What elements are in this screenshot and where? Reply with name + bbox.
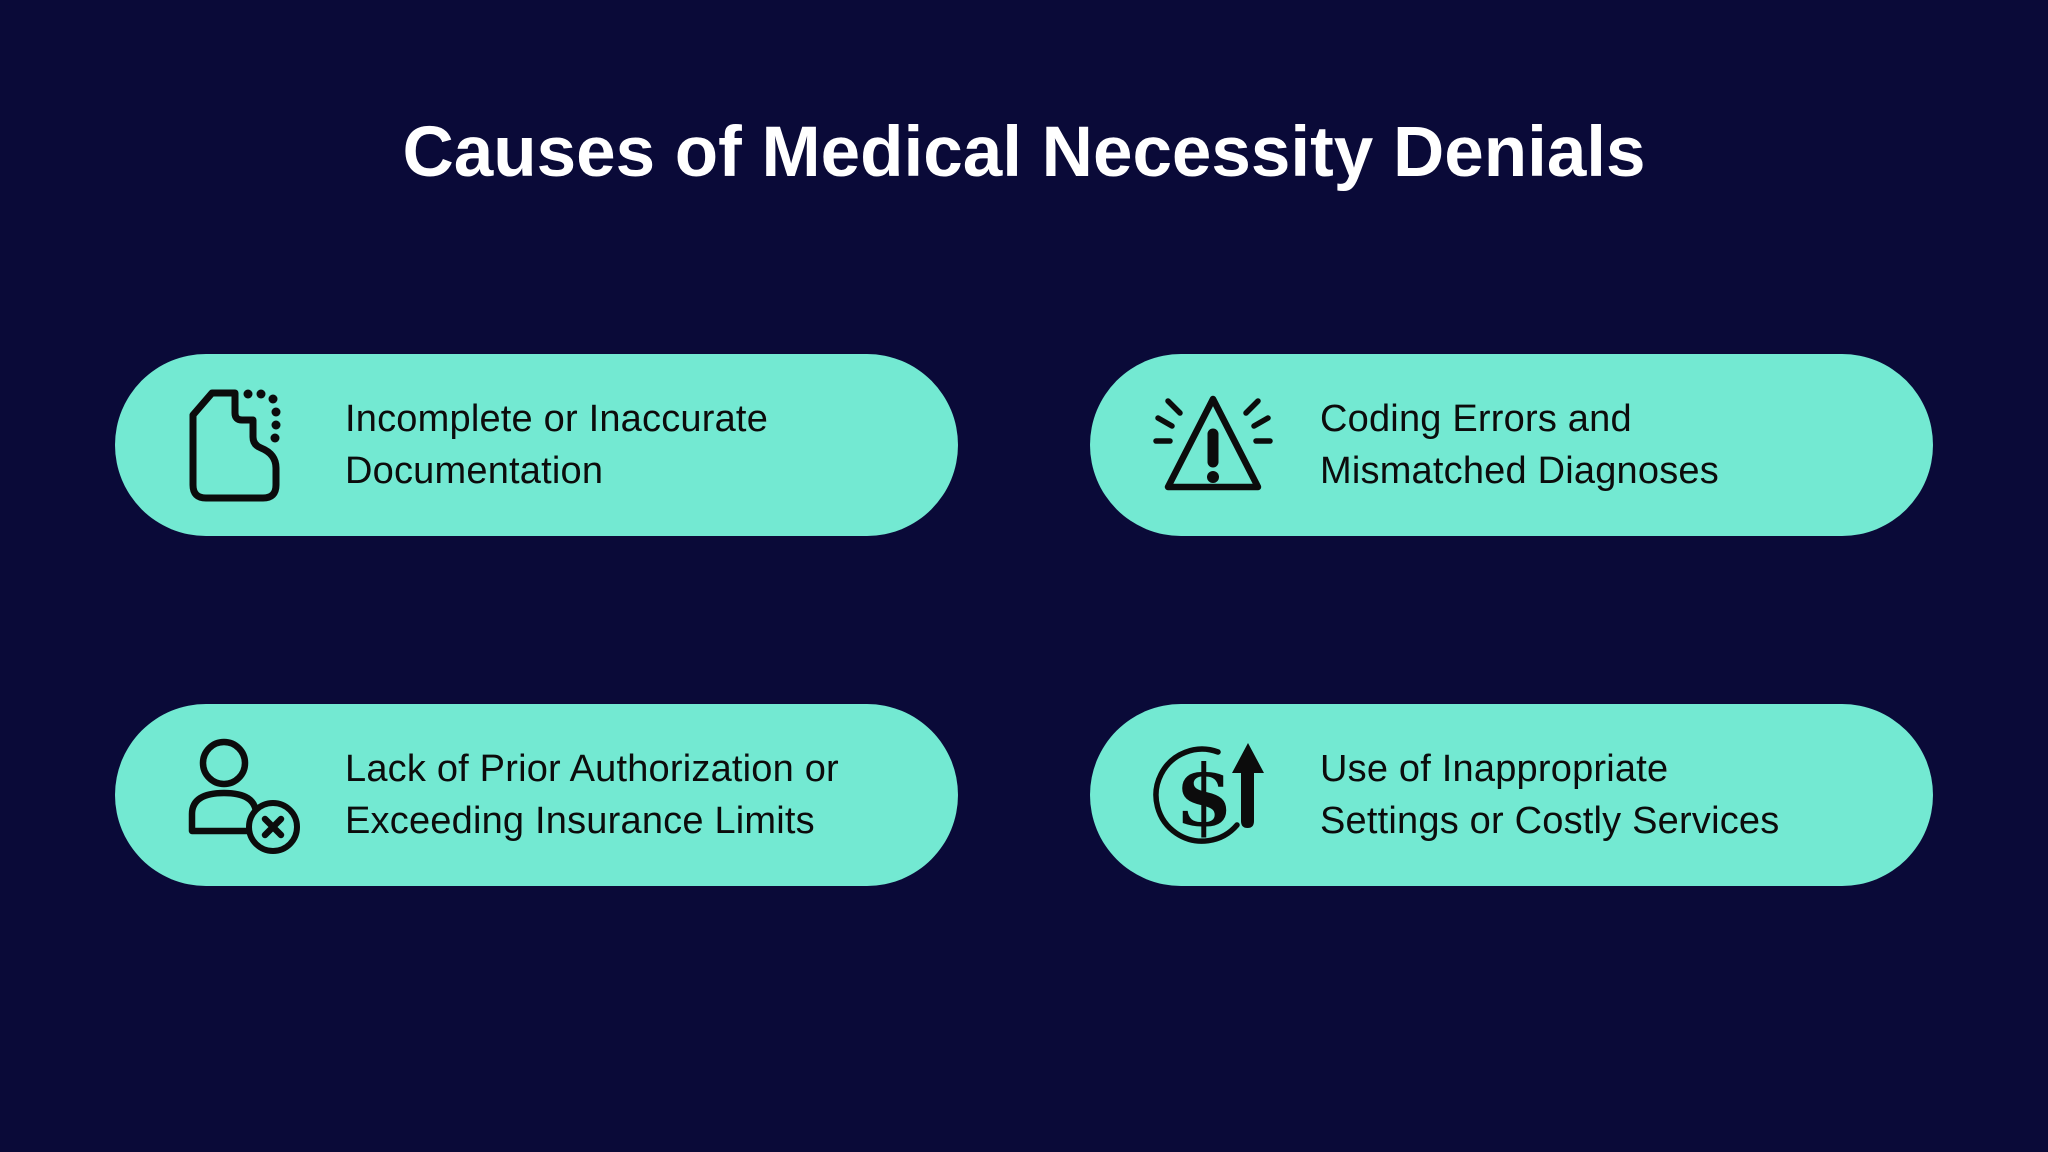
card-label-line2: Mismatched Diagnoses bbox=[1320, 450, 1719, 492]
svg-text:$: $ bbox=[1175, 746, 1233, 845]
card-label-line2: Documentation bbox=[345, 450, 604, 492]
card-label: Lack of Prior Authorization or Exceeding… bbox=[345, 743, 839, 847]
card-label-line1: Use of Inappropriate bbox=[1320, 748, 1669, 790]
card-label: Incomplete or Inaccurate Documentation bbox=[345, 393, 768, 497]
card-coding-errors: Coding Errors and Mismatched Diagnoses bbox=[1090, 354, 1933, 536]
card-costly-services: $ Use of Inappropriate Settings or Costl… bbox=[1090, 704, 1933, 886]
card-label-line2: Settings or Costly Services bbox=[1320, 800, 1780, 842]
warning-triangle-icon bbox=[1153, 385, 1274, 505]
card-incomplete-documentation: Incomplete or Inaccurate Documentation bbox=[115, 354, 958, 536]
card-label-line1: Incomplete or Inaccurate bbox=[345, 398, 769, 440]
card-label-line1: Lack of Prior Authorization or bbox=[345, 748, 839, 790]
card-prior-authorization: Lack of Prior Authorization or Exceeding… bbox=[115, 704, 958, 886]
card-label-line1: Coding Errors and bbox=[1320, 398, 1632, 440]
card-label: Use of Inappropriate Settings or Costly … bbox=[1320, 743, 1779, 847]
incomplete-document-icon bbox=[179, 385, 299, 505]
card-label-line2: Exceeding Insurance Limits bbox=[345, 800, 815, 842]
user-denied-icon bbox=[179, 735, 300, 855]
dollar-increase-icon: $ bbox=[1153, 735, 1274, 855]
card-label: Coding Errors and Mismatched Diagnoses bbox=[1320, 393, 1719, 497]
page-title: Causes of Medical Necessity Denials bbox=[402, 113, 1646, 192]
